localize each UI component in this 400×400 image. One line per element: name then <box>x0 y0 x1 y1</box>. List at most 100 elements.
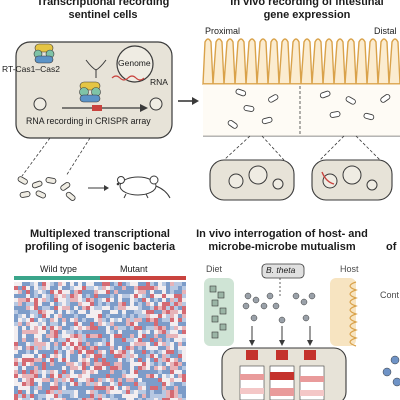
heatmap-cell <box>54 390 58 394</box>
heatmap-cell <box>118 342 122 346</box>
heatmap-cell <box>178 338 182 342</box>
heatmap-cell <box>34 370 38 374</box>
heatmap-cell <box>174 370 178 374</box>
heatmap-cell <box>162 334 166 338</box>
heatmap-cell <box>22 366 26 370</box>
heatmap-cell <box>42 342 46 346</box>
heatmap-cell <box>174 394 178 398</box>
heatmap-cell <box>154 326 158 330</box>
heatmap-cell <box>62 354 66 358</box>
heatmap-cell <box>126 354 130 358</box>
heatmap-cell <box>130 334 134 338</box>
panel-e-title-line1: of <box>386 241 397 253</box>
heatmap-cell <box>26 366 30 370</box>
heatmap-cell <box>42 290 46 294</box>
heatmap-cell <box>178 318 182 322</box>
heatmap-cell <box>50 314 54 318</box>
heatmap-cell <box>106 398 110 400</box>
heatmap-cell <box>142 326 146 330</box>
heatmap-cell <box>78 374 82 378</box>
heatmap-cell <box>70 398 74 400</box>
heatmap-cell <box>18 338 22 342</box>
heatmap-cell <box>130 306 134 310</box>
heatmap-cell <box>38 326 42 330</box>
heatmap-cell <box>166 390 170 394</box>
heatmap-cell <box>146 374 150 378</box>
heatmap-cell <box>14 386 18 390</box>
heatmap-cell <box>118 330 122 334</box>
heatmap-cell <box>110 338 114 342</box>
heatmap-cell <box>54 282 58 286</box>
heatmap-cell <box>82 362 86 366</box>
heatmap-cell <box>14 282 18 286</box>
heatmap-cell <box>130 298 134 302</box>
heatmap-cell <box>154 334 158 338</box>
heatmap-cell <box>122 318 126 322</box>
heatmap-cell <box>174 350 178 354</box>
heatmap-cell <box>62 286 66 290</box>
heatmap-cell <box>130 366 134 370</box>
heatmap-cell <box>154 322 158 326</box>
heatmap-cell <box>166 382 170 386</box>
heatmap-cell <box>182 330 186 334</box>
heatmap-cell <box>18 394 22 398</box>
heatmap-cell <box>174 354 178 358</box>
heatmap-cell <box>182 382 186 386</box>
heatmap-cell <box>166 310 170 314</box>
heatmap-cell <box>114 358 118 362</box>
heatmap-cell <box>138 290 142 294</box>
heatmap-cell <box>62 282 66 286</box>
heatmap-cell <box>178 310 182 314</box>
heatmap-cell <box>110 290 114 294</box>
heatmap-cell <box>178 326 182 330</box>
heatmap-cell <box>170 302 174 306</box>
heatmap-cell <box>178 362 182 366</box>
heatmap-cell <box>150 338 154 342</box>
heatmap-cell <box>114 286 118 290</box>
heatmap-cell <box>178 342 182 346</box>
heatmap-cell <box>50 354 54 358</box>
heatmap-cell <box>150 298 154 302</box>
heatmap-cell <box>86 398 90 400</box>
heatmap-cell <box>182 282 186 286</box>
heatmap-cell <box>26 338 30 342</box>
heatmap-cell <box>30 322 34 326</box>
heatmap-cell <box>42 310 46 314</box>
heatmap-cell <box>78 398 82 400</box>
heatmap-cell <box>46 394 50 398</box>
heatmap-cell <box>14 294 18 298</box>
heatmap-cell <box>66 290 70 294</box>
heatmap-cell <box>110 282 114 286</box>
heatmap-cell <box>110 334 114 338</box>
heatmap-cell <box>118 290 122 294</box>
heatmap-cell <box>150 394 154 398</box>
heatmap-cell <box>158 330 162 334</box>
heatmap-cell <box>118 318 122 322</box>
heatmap-cell <box>122 378 126 382</box>
heatmap-cell <box>66 358 70 362</box>
heatmap-cell <box>126 350 130 354</box>
heatmap-cell <box>182 366 186 370</box>
heatmap-cell <box>126 342 130 346</box>
heatmap-cell <box>54 370 58 374</box>
heatmap-cell <box>26 378 30 382</box>
heatmap-cell <box>162 374 166 378</box>
heatmap-cell <box>142 342 146 346</box>
heatmap-cell <box>154 286 158 290</box>
heatmap-cell <box>74 378 78 382</box>
heatmap-cell <box>174 338 178 342</box>
heatmap-cell <box>14 334 18 338</box>
heatmap-cell <box>154 354 158 358</box>
heatmap-cell <box>22 350 26 354</box>
heatmap-cell <box>114 306 118 310</box>
heatmap-cell <box>86 382 90 386</box>
heatmap-cell <box>98 366 102 370</box>
heatmap-cell <box>138 282 142 286</box>
heatmap-cell <box>98 286 102 290</box>
heatmap-cell <box>154 342 158 346</box>
heatmap-cell <box>14 350 18 354</box>
heatmap-cell <box>66 330 70 334</box>
heatmap-cell <box>86 286 90 290</box>
heatmap-cell <box>38 318 42 322</box>
